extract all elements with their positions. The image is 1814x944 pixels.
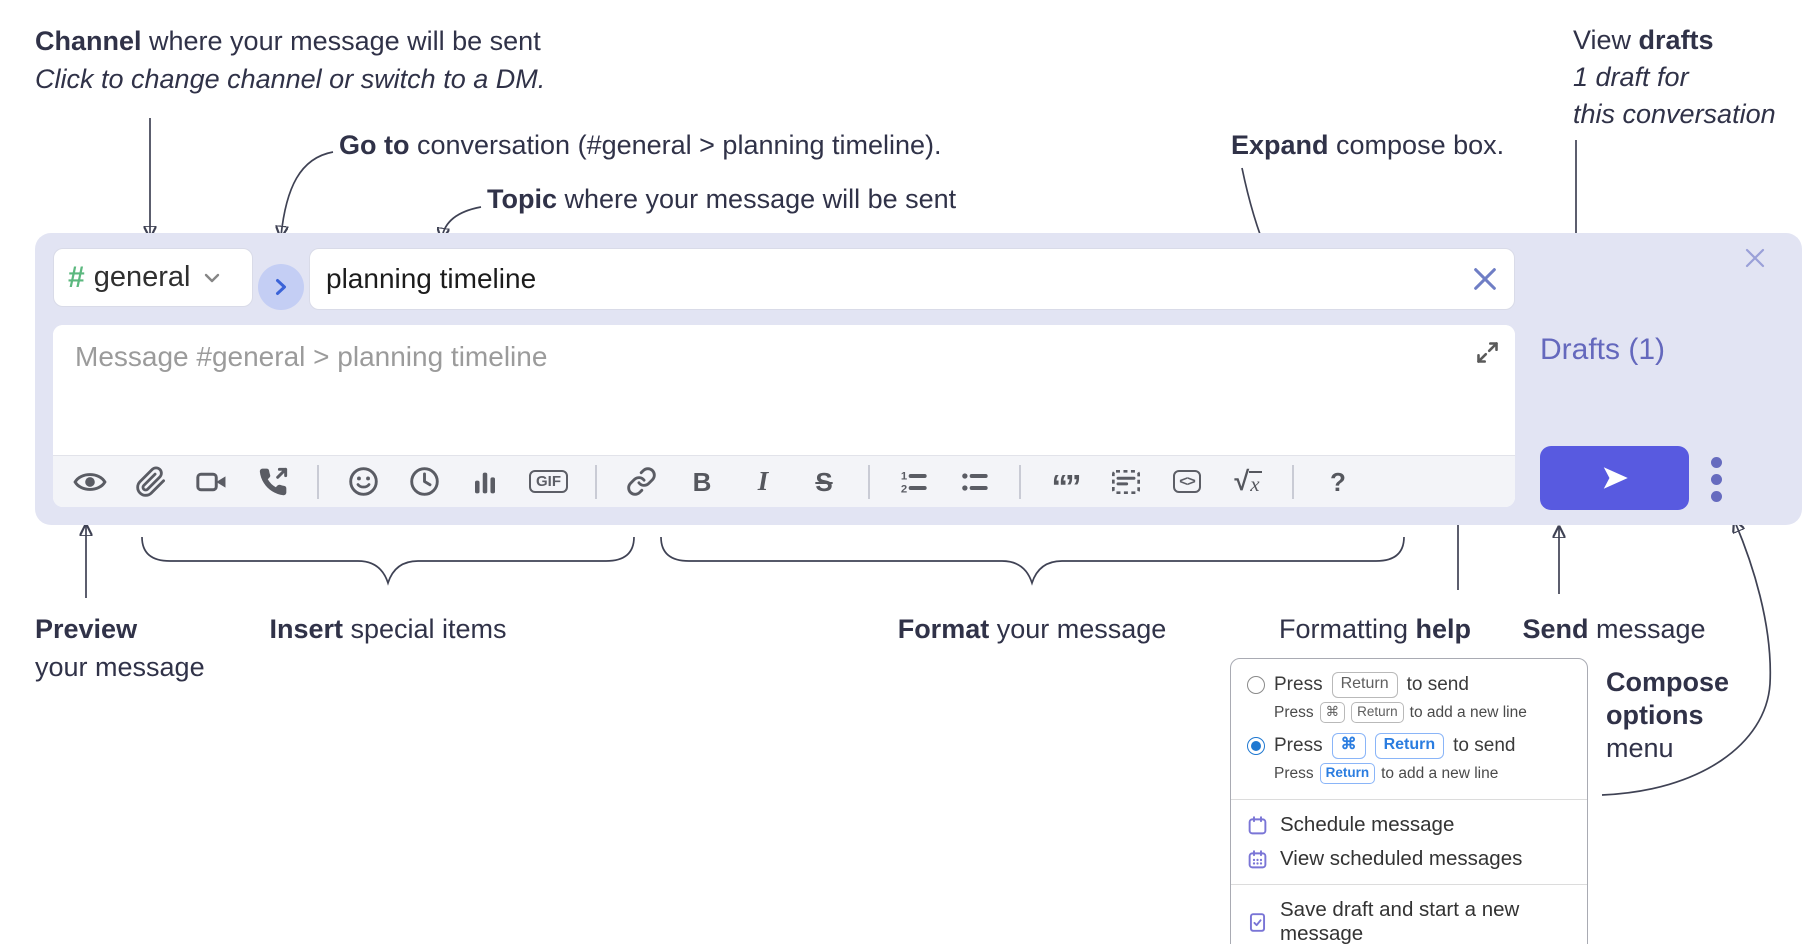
expand-compose-icon[interactable] [1474, 339, 1501, 366]
italic-button[interactable]: I [746, 462, 780, 502]
compose-box: # general [35, 233, 1802, 525]
annotation-goto: Go to conversation (#general > planning … [339, 130, 942, 160]
menu-item-schedule-message[interactable]: Schedule message [1231, 808, 1587, 842]
toolbar-separator [1019, 464, 1021, 499]
annotation-send: Send message [1522, 614, 1706, 644]
question-mark-icon: ? [1330, 466, 1346, 497]
annotation-channel: Channel where your message will be sent … [35, 26, 546, 94]
numbered-list-button[interactable]: 1 2 [897, 462, 931, 502]
attach-file-button[interactable] [134, 462, 168, 502]
clear-topic-icon[interactable] [1471, 265, 1499, 293]
toolbar-separator [595, 464, 597, 499]
annotation-format: Format your message [897, 614, 1167, 644]
link-button[interactable] [624, 462, 658, 502]
annotation-insert: Insert special items [269, 614, 507, 644]
calendar-dots-icon [1248, 849, 1267, 868]
compose-options-menu: Press Return to send Press ⌘ Return to a… [1230, 658, 1588, 944]
key-cmd: ⌘ [1319, 702, 1346, 723]
key-cmd: ⌘ [1331, 733, 1366, 759]
gif-icon: GIF [529, 470, 568, 493]
draft-check-icon [1249, 912, 1266, 932]
chevron-down-icon [205, 273, 220, 282]
bulleted-list-icon [962, 472, 988, 491]
italic-icon: I [757, 466, 769, 496]
time-button[interactable] [407, 462, 441, 502]
strikethrough-button[interactable]: S [807, 462, 841, 502]
gif-button[interactable]: GIF [529, 462, 568, 502]
radio-unselected[interactable] [1247, 676, 1265, 694]
strikethrough-icon: S [815, 466, 833, 497]
send-shortcut-option-cmd-enter-hint: Press Return to add a new line [1231, 762, 1587, 791]
paperclip-icon [136, 465, 165, 497]
calendar-icon [1248, 815, 1267, 834]
annotation-topic: Topic where your message will be sent [487, 184, 957, 214]
key-return: Return [1331, 672, 1398, 698]
bold-icon: B [692, 466, 712, 497]
compose-options-button[interactable] [1711, 457, 1722, 502]
channel-selector[interactable]: # general [53, 248, 253, 307]
chevron-right-icon [276, 279, 286, 295]
svg-text:1: 1 [901, 470, 907, 482]
svg-text:2: 2 [901, 483, 907, 495]
ellipsis-dot [1711, 474, 1722, 485]
math-button[interactable]: √x [1231, 462, 1265, 502]
quote-icon: “” [1051, 468, 1082, 505]
eye-icon [73, 472, 107, 491]
annotation-drafts: View drafts 1 draft for this conversatio… [1573, 25, 1776, 129]
numbered-list-icon: 1 2 [901, 470, 927, 495]
ellipsis-dot [1711, 491, 1722, 502]
annotation-expand: Expand compose box. [1231, 130, 1505, 160]
menu-divider [1231, 884, 1587, 885]
send-shortcut-option-enter-hint: Press ⌘ Return to add a new line [1231, 701, 1587, 730]
phone-outgoing-icon [259, 467, 288, 495]
video-call-button[interactable] [195, 462, 229, 502]
bar-chart-icon [475, 472, 495, 493]
menu-item-view-scheduled[interactable]: View scheduled messages [1231, 842, 1587, 876]
toolbar-separator [317, 464, 319, 499]
drafts-link[interactable]: Drafts (1) [1540, 333, 1666, 366]
compose-toolbar: GIF B I S [53, 455, 1515, 507]
channel-name: general [93, 261, 191, 293]
send-plane-icon [1603, 467, 1628, 489]
video-camera-icon [196, 472, 226, 491]
preview-button[interactable] [73, 462, 107, 502]
annotation-preview: Preview your message [35, 614, 205, 682]
toolbar-separator [868, 464, 870, 499]
poll-button[interactable] [468, 462, 502, 502]
math-icon: √x [1234, 466, 1262, 496]
radio-selected[interactable] [1247, 737, 1265, 755]
smiley-icon [348, 467, 378, 496]
key-return: Return [1351, 702, 1404, 723]
key-return: Return [1374, 733, 1445, 759]
menu-item-save-draft[interactable]: Save draft and start a new message [1231, 893, 1587, 944]
clock-icon [409, 467, 439, 496]
message-panel: GIF B I S [53, 325, 1515, 507]
emoji-button[interactable] [346, 462, 380, 502]
menu-divider [1231, 799, 1587, 800]
message-input[interactable] [53, 325, 1515, 455]
code-icon: <> [1173, 470, 1201, 493]
annotation-help: Formatting help [1278, 614, 1472, 644]
send-shortcut-option-cmd-enter[interactable]: Press ⌘ Return to send [1231, 730, 1587, 762]
annotation-options: Compose options menu [1606, 667, 1730, 763]
quote-button[interactable]: “” [1048, 462, 1082, 505]
bold-button[interactable]: B [685, 462, 719, 502]
send-shortcut-option-enter[interactable]: Press Return to send [1231, 669, 1587, 701]
go-to-conversation-button[interactable] [258, 264, 304, 310]
spoiler-button[interactable] [1109, 462, 1143, 502]
channel-hash-icon: # [68, 260, 85, 294]
send-button[interactable] [1540, 446, 1689, 510]
bulleted-list-button[interactable] [958, 462, 992, 502]
topic-field-wrap [309, 248, 1515, 310]
code-button[interactable]: <> [1170, 462, 1204, 502]
close-compose-icon[interactable] [1743, 246, 1767, 270]
topic-input[interactable] [309, 248, 1515, 310]
formatting-help-button[interactable]: ? [1321, 462, 1355, 502]
link-icon [626, 467, 656, 496]
toolbar-separator [1292, 464, 1294, 499]
audio-call-button[interactable] [256, 462, 290, 502]
key-return: Return [1319, 763, 1376, 784]
spoiler-icon [1112, 469, 1140, 494]
ellipsis-dot [1711, 457, 1722, 468]
